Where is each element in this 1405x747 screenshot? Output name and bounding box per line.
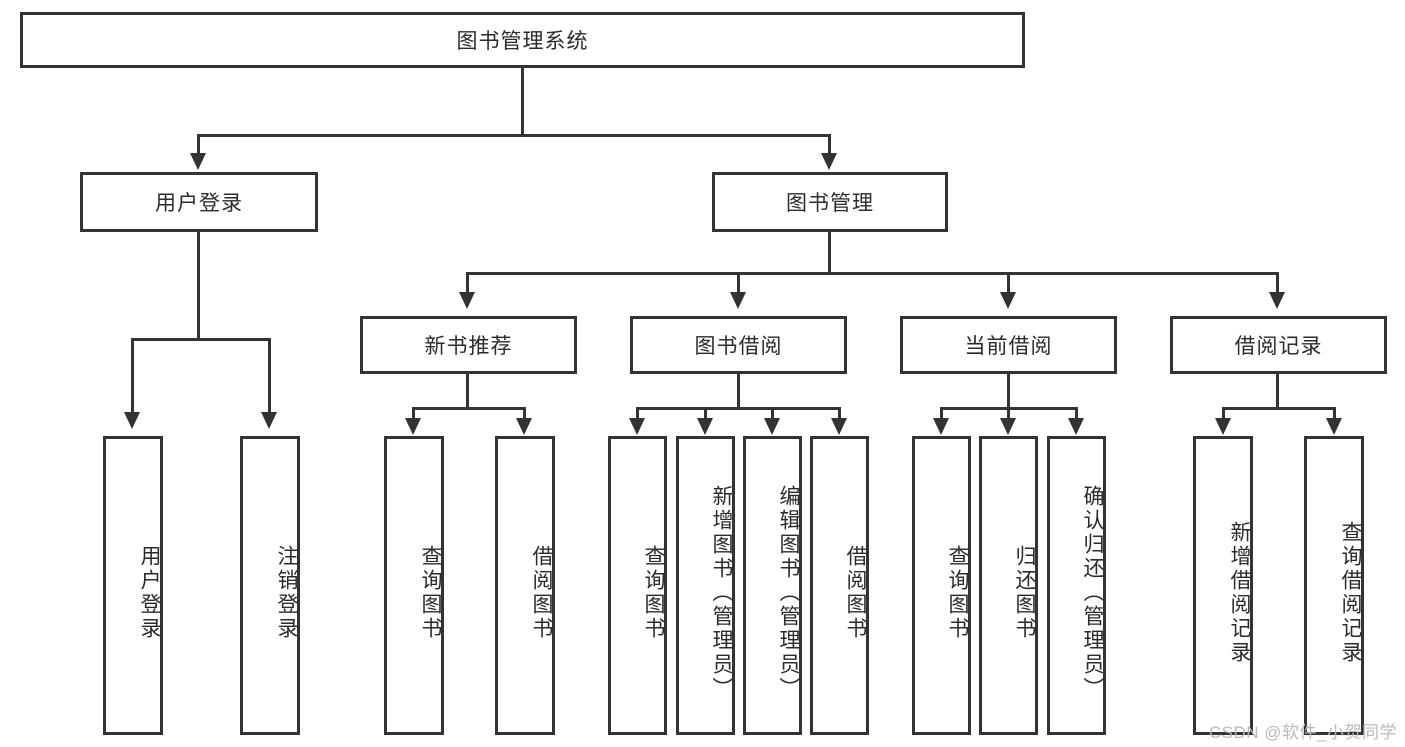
arrowhead-leaf-add-record <box>1215 418 1231 435</box>
arrowhead-leaf-edit-book <box>764 418 780 435</box>
leaf-edit-book-admin[interactable]: 编辑图书（管理员） <box>743 436 802 735</box>
node-root-system[interactable]: 图书管理系统 <box>20 12 1025 68</box>
arrowhead-leaf-query-book-3 <box>933 418 949 435</box>
edge-book-mgmt-bar <box>466 272 1279 275</box>
leaf-confirm-return-admin[interactable]: 确认归还（管理员） <box>1047 436 1106 735</box>
edge-leaf-query-book-1 <box>412 407 415 419</box>
node-label: 图书管理 <box>786 192 874 215</box>
node-label: 查询图书 <box>419 544 442 641</box>
edge-book-borrow-bar <box>636 407 841 410</box>
arrowhead-leaf-query-book-1 <box>405 418 421 435</box>
leaf-query-borrow-record[interactable]: 查询借阅记录 <box>1304 436 1364 735</box>
arrowhead-leaf-logout <box>261 412 277 429</box>
edge-leaf-query-book-3 <box>940 407 943 419</box>
node-label: 确认归还（管理员） <box>1081 484 1104 701</box>
arrowhead-leaf-return-book <box>1000 418 1016 435</box>
arrowhead-to-borrow-book <box>730 292 746 309</box>
leaf-borrow-book-recommend[interactable]: 借阅图书 <box>495 436 555 735</box>
node-current-borrow[interactable]: 当前借阅 <box>900 316 1117 374</box>
edge-borrow-record-bar <box>1222 407 1336 410</box>
edge-leaf-edit-book <box>771 407 774 419</box>
node-label: 新增图书（管理员） <box>710 484 733 701</box>
arrowhead-to-borrow-record <box>1269 292 1285 309</box>
node-label: 借阅记录 <box>1234 335 1323 358</box>
edge-leaf-borrow-book-2 <box>838 407 841 419</box>
edge-user-login-stem <box>197 232 200 340</box>
leaf-return-book[interactable]: 归还图书 <box>979 436 1038 735</box>
edge-borrow-record-stem <box>1276 374 1279 410</box>
leaf-logout[interactable]: 注销登录 <box>240 436 300 735</box>
arrowhead-to-user-login <box>190 153 206 170</box>
node-borrow-record[interactable]: 借阅记录 <box>1170 316 1387 374</box>
node-new-book-recommend[interactable]: 新书推荐 <box>360 316 577 374</box>
edge-new-book-bar <box>412 407 526 410</box>
edge-to-borrow-record <box>1276 272 1279 294</box>
edge-current-borrow-stem <box>1007 374 1010 410</box>
arrowhead-leaf-user-login <box>124 412 140 429</box>
edge-new-book-stem <box>466 374 469 410</box>
arrowhead-to-book-mgmt <box>821 153 837 170</box>
leaf-user-login[interactable]: 用户登录 <box>103 436 163 735</box>
leaf-add-book-admin[interactable]: 新增图书（管理员） <box>676 436 735 735</box>
node-label: 当前借阅 <box>964 335 1053 358</box>
node-label: 新增借阅记录 <box>1228 520 1251 665</box>
edge-root-bar <box>197 134 831 137</box>
node-label: 借阅图书 <box>844 544 867 641</box>
edge-to-new-book <box>466 272 469 294</box>
node-label: 图书借阅 <box>694 335 783 358</box>
edge-user-login-bar <box>131 338 270 341</box>
edge-root-stem <box>521 68 524 134</box>
edge-to-user-login <box>197 134 200 156</box>
node-book-borrow[interactable]: 图书借阅 <box>630 316 847 374</box>
edge-leaf-return-book <box>1007 407 1010 419</box>
node-label: 注销登录 <box>275 544 298 641</box>
edge-leaf-logout <box>268 338 271 413</box>
node-label: 新书推荐 <box>424 335 513 358</box>
leaf-query-book-recommend[interactable]: 查询图书 <box>384 436 444 735</box>
node-label: 编辑图书（管理员） <box>777 484 800 701</box>
edge-leaf-query-book-2 <box>636 407 639 419</box>
arrowhead-leaf-add-book <box>697 418 713 435</box>
edge-leaf-user-login <box>131 338 134 413</box>
leaf-query-book-current[interactable]: 查询图书 <box>912 436 971 735</box>
leaf-add-borrow-record[interactable]: 新增借阅记录 <box>1193 436 1253 735</box>
csdn-watermark: CSDN @软件_小贺同学 <box>1208 723 1397 742</box>
edge-leaf-add-book <box>704 407 707 419</box>
arrowhead-leaf-query-record <box>1326 418 1342 435</box>
node-book-management[interactable]: 图书管理 <box>712 172 948 232</box>
leaf-query-book-borrow[interactable]: 查询图书 <box>608 436 667 735</box>
node-label: 查询图书 <box>946 544 969 641</box>
node-label: 借阅图书 <box>530 544 553 641</box>
edge-to-borrow-book <box>737 272 740 294</box>
edge-leaf-confirm-return <box>1075 407 1078 419</box>
node-label: 查询借阅记录 <box>1339 520 1362 665</box>
arrowhead-leaf-borrow-book-2 <box>831 418 847 435</box>
arrowhead-leaf-borrow-book-1 <box>516 418 532 435</box>
edge-to-current-borrow <box>1007 272 1010 294</box>
edge-leaf-borrow-book-1 <box>523 407 526 419</box>
edge-book-mgmt-stem <box>828 232 831 274</box>
arrowhead-to-current-borrow <box>1000 292 1016 309</box>
edge-book-borrow-stem <box>737 374 740 410</box>
edge-leaf-query-record <box>1333 407 1336 419</box>
arrowhead-leaf-confirm-return <box>1068 418 1084 435</box>
arrowhead-to-new-book <box>459 292 475 309</box>
arrowhead-leaf-query-book-2 <box>629 418 645 435</box>
node-label: 归还图书 <box>1013 544 1036 641</box>
node-user-login[interactable]: 用户登录 <box>80 172 318 232</box>
node-label: 查询图书 <box>642 544 665 641</box>
edge-to-book-mgmt <box>828 134 831 156</box>
edge-leaf-add-record <box>1222 407 1225 419</box>
node-label: 用户登录 <box>155 192 243 215</box>
node-label: 用户登录 <box>138 544 161 641</box>
node-label: 图书管理系统 <box>456 30 589 53</box>
leaf-borrow-book-borrow[interactable]: 借阅图书 <box>810 436 869 735</box>
